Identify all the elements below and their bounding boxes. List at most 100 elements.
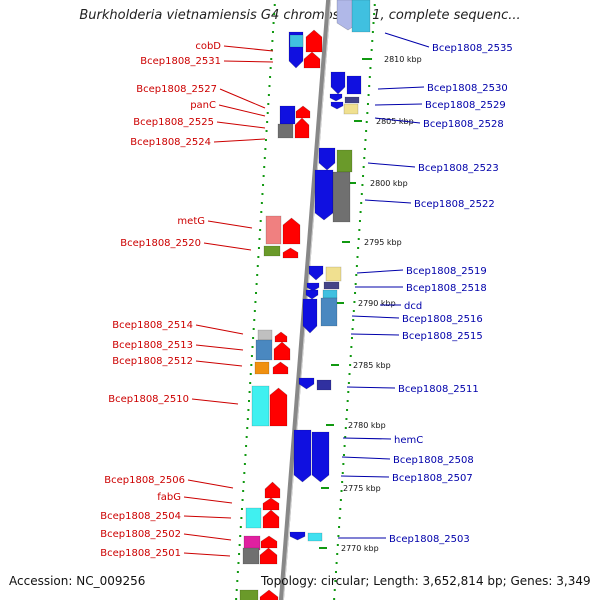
gene-arrow bbox=[259, 547, 278, 565]
boundary-dot-left bbox=[260, 202, 263, 204]
boundary-dot-left bbox=[235, 589, 238, 591]
gene-arrow bbox=[257, 329, 273, 341]
gene-label-left: Bcep1808_2501 bbox=[100, 548, 181, 559]
boundary-dot-left bbox=[240, 517, 243, 519]
boundary-dot-left bbox=[252, 337, 255, 339]
right-label-leader bbox=[341, 456, 391, 460]
boundary-dot-left bbox=[235, 598, 238, 600]
gene-arrow bbox=[269, 387, 288, 427]
boundary-dot-right bbox=[362, 175, 365, 177]
boundary-dot-left bbox=[240, 508, 243, 510]
gene-arrow bbox=[265, 215, 282, 245]
gene-label-right: Bcep1808_2535 bbox=[432, 43, 513, 54]
boundary-dot-right bbox=[352, 310, 355, 312]
gene-arrow bbox=[260, 535, 278, 549]
gene-label-left: fabG bbox=[157, 492, 181, 503]
gene-arrow bbox=[325, 266, 342, 282]
boundary-dot-right bbox=[369, 67, 372, 69]
gene-label-right: Bcep1808_2511 bbox=[398, 384, 479, 395]
boundary-dot-right bbox=[346, 400, 349, 402]
gene-arrow bbox=[273, 341, 291, 361]
boundary-dot-right bbox=[356, 256, 359, 258]
gene-arrow bbox=[302, 298, 318, 334]
gene-arrow bbox=[343, 103, 359, 115]
gene-label-left: cobD bbox=[195, 41, 221, 52]
gene-arrow bbox=[336, 149, 353, 173]
gene-label-right: Bcep1808_2529 bbox=[425, 100, 506, 111]
left-label-leader bbox=[195, 324, 244, 335]
boundary-dot-left bbox=[269, 67, 272, 69]
gene-arrow bbox=[306, 282, 320, 292]
boundary-dot-left bbox=[257, 256, 260, 258]
right-label-leader bbox=[374, 103, 423, 106]
gene-arrow bbox=[307, 532, 323, 542]
boundary-dot-right bbox=[350, 346, 353, 348]
boundary-dot-left bbox=[255, 283, 258, 285]
boundary-dot-right bbox=[340, 490, 343, 492]
boundary-dot-left bbox=[241, 499, 244, 501]
boundary-dot-left bbox=[250, 355, 253, 357]
boundary-dot-left bbox=[238, 544, 241, 546]
gene-arrow bbox=[298, 377, 315, 390]
gene-arrow bbox=[294, 117, 310, 139]
boundary-dot-right bbox=[365, 121, 368, 123]
boundary-dot-right bbox=[345, 418, 348, 420]
gene-arrow bbox=[262, 497, 280, 511]
boundary-dot-right bbox=[339, 499, 342, 501]
gene-label-right: hemC bbox=[394, 435, 423, 446]
boundary-dot-left bbox=[261, 193, 264, 195]
gene-label-right: Bcep1808_2519 bbox=[406, 266, 487, 277]
boundary-dot-right bbox=[349, 364, 352, 366]
gene-arrow bbox=[316, 379, 332, 391]
boundary-dot-left bbox=[262, 175, 265, 177]
boundary-dot-left bbox=[264, 148, 267, 150]
left-label-leader bbox=[195, 360, 243, 367]
boundary-dot-left bbox=[267, 103, 270, 105]
left-label-leader bbox=[183, 533, 232, 541]
gene-arrow bbox=[351, 0, 371, 33]
left-label-leader bbox=[219, 88, 266, 109]
gene-label-left: panC bbox=[190, 100, 216, 111]
gene-arrow bbox=[322, 289, 338, 299]
left-label-leader bbox=[195, 344, 244, 351]
boundary-dot-left bbox=[263, 166, 266, 168]
gene-label-right: Bcep1808_2516 bbox=[402, 314, 483, 325]
boundary-dot-left bbox=[236, 571, 239, 573]
boundary-dot-left bbox=[265, 130, 268, 132]
gene-label-right: Bcep1808_2518 bbox=[406, 283, 487, 294]
boundary-dot-right bbox=[366, 103, 369, 105]
gene-arrow bbox=[245, 507, 262, 529]
boundary-dot-right bbox=[364, 139, 367, 141]
gene-label-right: Bcep1808_2530 bbox=[427, 83, 508, 94]
boundary-dot-right bbox=[357, 238, 360, 240]
right-label-leader bbox=[342, 437, 392, 440]
boundary-dot-right bbox=[352, 319, 355, 321]
gene-label-left: Bcep1808_2510 bbox=[108, 394, 189, 405]
gene-label-left: Bcep1808_2506 bbox=[104, 475, 185, 486]
boundary-dot-right bbox=[354, 292, 357, 294]
gene-label-left: Bcep1808_2520 bbox=[120, 238, 201, 249]
boundary-dot-left bbox=[270, 49, 273, 51]
boundary-dot-right bbox=[348, 373, 351, 375]
boundary-dot-right bbox=[337, 535, 340, 537]
left-label-leader bbox=[218, 104, 266, 117]
boundary-dot-left bbox=[263, 157, 266, 159]
boundary-dot-right bbox=[363, 157, 366, 159]
boundary-dot-right bbox=[359, 211, 362, 213]
gene-arrow bbox=[329, 93, 343, 102]
boundary-dot-right bbox=[343, 445, 346, 447]
gene-label-right: Bcep1808_2522 bbox=[414, 199, 495, 210]
boundary-dot-right bbox=[370, 58, 373, 60]
gene-arrow bbox=[277, 123, 294, 139]
boundary-dot-left bbox=[266, 121, 269, 123]
boundary-dot-right bbox=[372, 22, 375, 24]
boundary-dot-left bbox=[236, 580, 239, 582]
gene-label-left: Bcep1808_2512 bbox=[112, 356, 193, 367]
right-label-leader bbox=[364, 199, 412, 204]
boundary-dot-left bbox=[266, 112, 269, 114]
boundary-dot-left bbox=[255, 292, 258, 294]
kbp-label: 2805 kbp bbox=[376, 117, 414, 126]
gene-arrow bbox=[305, 29, 323, 53]
boundary-dot-left bbox=[244, 454, 247, 456]
gene-arrow bbox=[332, 171, 351, 223]
